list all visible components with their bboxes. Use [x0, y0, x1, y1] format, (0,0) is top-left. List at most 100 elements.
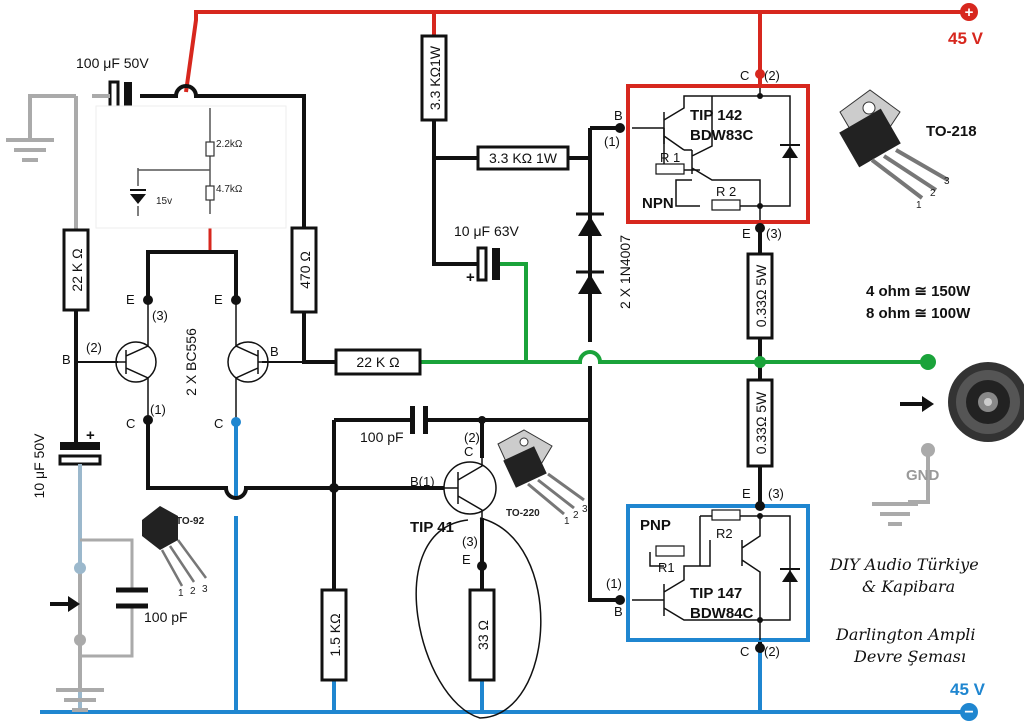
node-tip41-e	[477, 561, 487, 571]
bc556-left-p2: (2)	[86, 340, 102, 355]
capacitor-10u-63v: +	[466, 246, 500, 286]
input-ground-node	[74, 634, 86, 646]
to220-pin2: 2	[573, 510, 579, 521]
npn-b: B	[614, 108, 623, 123]
credit-line-2: & Kapibara	[862, 577, 955, 596]
divider-resistor-bottom-label: 4.7kΩ	[216, 184, 243, 195]
negative-rail-label: 45 V	[950, 680, 986, 699]
capacitor-10u-50v-label: 10 μF 50V	[31, 433, 47, 499]
positive-terminal	[960, 3, 978, 21]
credit-line-4: Devre Şeması	[853, 647, 966, 666]
bc556-left-e: E	[126, 292, 135, 307]
capacitor-100pf-input-label: 100 pF	[144, 609, 188, 625]
npn-p3: (3)	[766, 226, 782, 241]
resistor-1-5k: 1.5 KΩ	[320, 588, 348, 682]
pnp-e: E	[742, 486, 751, 501]
resistor-3-3k-horizontal: 3.3 KΩ 1W	[476, 145, 570, 171]
resistor-0-33-bottom: 0.33Ω 5W	[746, 378, 774, 468]
credit-line-1: DIY Audio Türkiye	[829, 555, 979, 574]
npn-e: E	[742, 226, 751, 241]
resistor-1-5k-label: 1.5 KΩ	[327, 613, 343, 656]
zener-label: 15v	[156, 196, 172, 207]
output-arrowhead-icon	[922, 396, 934, 412]
signal-wiring	[74, 84, 762, 712]
npn-c: C	[740, 68, 749, 83]
transistor-tip41	[443, 458, 497, 518]
to92-label: TO-92	[176, 516, 205, 527]
power-8ohm: 8 ohm ≅ 100W	[866, 305, 971, 322]
zener-divider-insert	[95, 105, 287, 229]
to218-label: TO-218	[926, 123, 977, 140]
ground-output	[872, 452, 930, 526]
npn-r2: R 2	[716, 184, 736, 199]
node-bc556-right-e	[231, 295, 241, 305]
npn-equiv: BDW83C	[690, 127, 754, 144]
resistor-33: 33 Ω	[468, 588, 496, 682]
pnp-p1: (1)	[606, 576, 622, 591]
node-bc556-right-c	[231, 417, 241, 427]
output-net	[420, 262, 928, 364]
resistor-22k-left: 22 K Ω	[62, 228, 90, 312]
negative-symbol: −	[964, 704, 973, 721]
input-arrowhead-icon	[68, 596, 80, 612]
capacitor-10u-50v: +	[58, 427, 102, 568]
ground-left-bottom	[56, 640, 104, 712]
to218-pin2: 2	[930, 188, 936, 199]
resistor-22k-feedback: 22 K Ω	[334, 348, 422, 376]
capacitor-100pf-input	[78, 538, 148, 658]
resistor-470: 470 Ω	[290, 226, 318, 314]
input-node	[74, 562, 86, 574]
capacitor-100pf-miller-label: 100 pF	[360, 429, 404, 445]
divider-resistor-top-label: 2.2kΩ	[216, 139, 243, 150]
to92-pin3: 3	[202, 584, 208, 595]
transistor-bc556-right	[227, 300, 269, 422]
resistor-3-3k-horizontal-label: 3.3 KΩ 1W	[489, 150, 558, 166]
bc556-left-p1: (1)	[150, 402, 166, 417]
node-npn-collector	[755, 69, 765, 79]
node-npn-base	[615, 123, 625, 133]
node-driver-base	[329, 483, 339, 493]
pnp-b: B	[614, 604, 623, 619]
diodes-label: 2 X 1N4007	[617, 235, 633, 309]
node-bc556-left-c	[143, 415, 153, 425]
input-capacitor-label: 100 μF 50V	[76, 55, 149, 71]
bc556-left-p3: (3)	[152, 308, 168, 323]
tip41-b1: B(1)	[410, 474, 435, 489]
to218-pin3: 3	[944, 176, 950, 187]
capacitor-100pf-miller	[410, 406, 428, 434]
bc556-right-e: E	[214, 292, 223, 307]
tip41-c: C	[464, 444, 473, 459]
pnp-model: TIP 147	[690, 585, 742, 602]
positive-symbol: +	[965, 4, 974, 21]
output-terminal	[920, 354, 936, 370]
bc556-left-c: C	[126, 416, 135, 431]
negative-terminal	[960, 703, 978, 721]
tip41-p3: (3)	[462, 534, 478, 549]
credit-line-3: Darlington Ampli	[835, 625, 975, 644]
to92-pin1: 1	[178, 588, 184, 599]
gnd-terminal	[921, 443, 935, 457]
npn-p2: (2)	[764, 68, 780, 83]
diode-upper	[576, 212, 604, 236]
ground-left-top	[6, 94, 76, 162]
resistor-22k-left-label: 22 K Ω	[69, 248, 85, 291]
capacitor-10u-63v-label: 10 μF 63V	[454, 223, 520, 239]
node-npn-emitter	[755, 223, 765, 233]
capacitor-10u-63v-plus: +	[466, 269, 475, 286]
to92-pin2: 2	[190, 586, 196, 597]
pnp-c: C	[740, 644, 749, 659]
bc556-right-b: B	[270, 344, 279, 359]
node-output-mid	[754, 356, 766, 368]
node-bc556-left-e	[143, 295, 153, 305]
to220-pin3: 3	[582, 504, 588, 515]
node-tip41-c	[478, 416, 486, 424]
positive-rail-label: 45 V	[948, 29, 984, 48]
to220-pin1: 1	[564, 516, 570, 527]
node-pnp-emitter	[755, 501, 765, 511]
pnp-type: PNP	[640, 517, 671, 534]
tip41-p2: (2)	[464, 430, 480, 445]
to92-package-icon	[142, 506, 208, 587]
resistor-3-3k-vertical: 3.3 KΩ1W	[420, 34, 448, 122]
resistor-0-33-top-label: 0.33Ω 5W	[753, 264, 769, 327]
